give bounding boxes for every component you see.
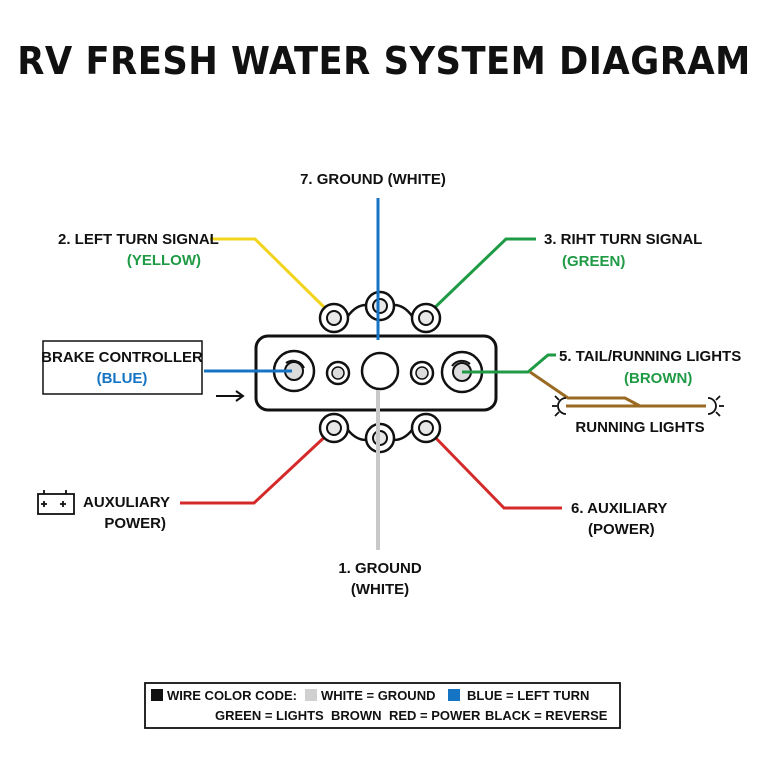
label-pin5-color: (BROWN) — [624, 370, 692, 387]
label-pin2-color: (YELLOW) — [127, 252, 201, 269]
label-brake-controller: BRAKE CONTROLLER — [41, 349, 203, 366]
legend-blue: BLUE = LEFT TURN — [467, 688, 589, 703]
label-aux-left-1: AUXULIARY — [83, 494, 170, 511]
label-pin7: 7. GROUND (WHITE) — [300, 171, 446, 188]
legend-title: WIRE COLOR CODE: — [167, 688, 297, 703]
connector-top-lobes — [318, 290, 442, 334]
label-pin6-1: 6. AUXILIARY — [571, 500, 667, 517]
legend-green: GREEN = LIGHTS — [215, 708, 324, 723]
label-pin3: 3. RIHT TURN SIGNAL — [544, 231, 702, 248]
light-bulb-icon-right — [707, 395, 724, 417]
battery-icon — [37, 490, 75, 515]
label-brake-color: (BLUE) — [97, 370, 148, 387]
label-pin3-color: (GREEN) — [562, 253, 625, 270]
wire-pin2-left-turn — [210, 237, 332, 315]
legend-red: RED = POWER — [389, 708, 481, 723]
connector-pins — [272, 349, 484, 394]
legend-swatch-blue — [448, 689, 460, 701]
wire-pin3-right-turn — [424, 237, 536, 318]
legend-white: WHITE = GROUND — [321, 688, 435, 703]
label-pin1-2: (WHITE) — [351, 581, 409, 598]
label-pin5: 5. TAIL/RUNNING LIGHTS — [559, 348, 741, 365]
light-bulb-icon — [552, 395, 567, 417]
legend-black: BLACK = REVERSE — [485, 708, 608, 723]
label-aux-left-2: POWER) — [104, 515, 166, 532]
wire-pin6-aux — [428, 430, 562, 510]
pin-center — [360, 351, 400, 391]
diagram-title: RV FRESH WATER SYSTEM DIAGRAM — [17, 39, 751, 84]
legend-swatch-white — [305, 689, 317, 701]
brake-controller-box — [42, 340, 203, 395]
label-running-lights: RUNNING LIGHTS — [575, 419, 704, 436]
legend-swatch-black — [151, 689, 163, 701]
legend-box — [144, 682, 621, 729]
label-pin1-1: 1. GROUND — [338, 560, 422, 577]
legend-brown: BROWN — [331, 708, 382, 723]
arrow-right-icon — [216, 390, 245, 402]
label-pin2: 2. LEFT TURN SIGNAL — [58, 231, 219, 248]
wire-aux-left — [180, 430, 332, 505]
label-pin6-2: (POWER) — [588, 521, 655, 538]
